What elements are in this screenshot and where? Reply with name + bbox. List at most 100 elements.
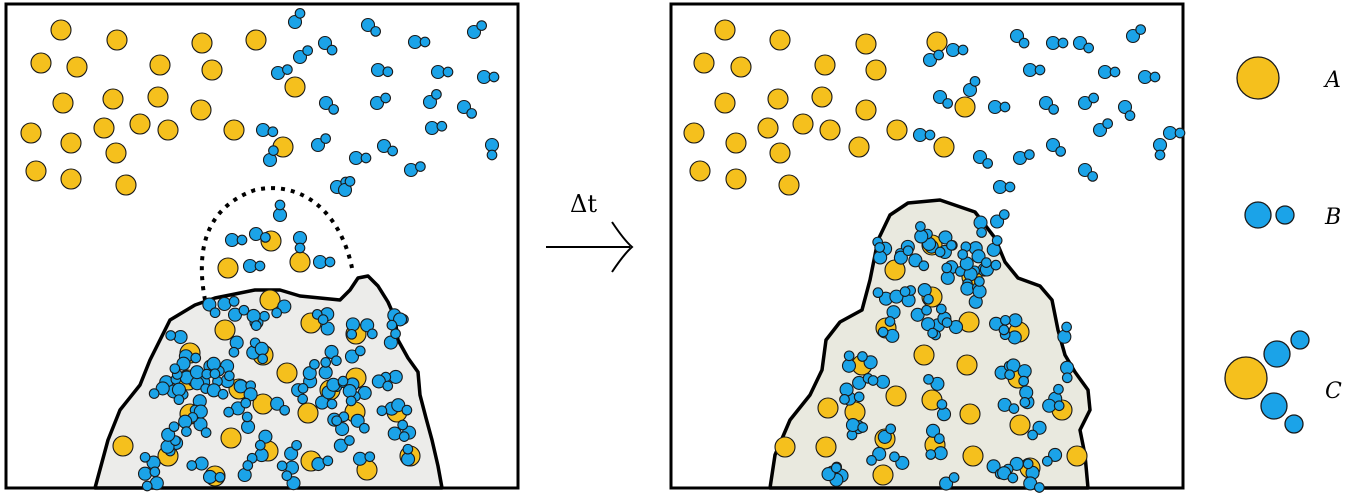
particle-b [839,394,850,405]
particle-b [971,249,986,264]
particle-b [941,262,953,274]
particle-b [866,455,877,466]
particle-a [855,33,877,55]
particle-b [431,88,442,100]
particles-before [20,7,500,492]
legend: A B C [1224,56,1342,434]
particle-a [66,56,88,78]
particle-a [815,436,837,458]
particle-b [284,446,299,461]
particle-b [345,317,360,332]
particle-b [960,281,975,296]
particle-a [885,385,907,407]
particle-b [344,175,356,187]
particle-b [1061,321,1072,333]
particle-b [294,242,306,254]
particle-b [1154,149,1166,161]
particle-a [954,96,976,118]
particle-b [206,356,221,371]
particle-b [190,352,202,364]
particle-a [962,445,984,467]
particle-b [1162,125,1178,141]
particle-a [60,132,82,154]
particle-b [320,357,332,368]
particle-a [848,136,870,158]
particle-b [456,99,472,115]
legend-c-center [1224,356,1268,400]
particle-b [1061,372,1073,384]
particle-b [933,433,945,444]
particle-b [360,17,376,33]
particle-a [819,119,841,141]
legend-c-label: C [1325,379,1342,404]
particle-b [312,254,328,270]
particle-b [1102,118,1114,129]
particle-b [1019,397,1031,408]
particle-b [1009,28,1025,44]
particle-b [939,476,954,491]
particle-b [1083,42,1095,54]
particle-b [149,466,161,478]
particle-b [914,229,929,244]
particle-b [980,257,992,268]
particle-b [990,259,1002,271]
particle-b [1024,149,1035,160]
particle-b [924,129,936,141]
particle-a [220,427,242,449]
particle-b [320,133,332,144]
particle-b [376,138,392,154]
particle-b [957,249,969,260]
particle-b [228,296,240,307]
arrow-label: Δt [570,190,597,218]
particle-b [841,358,857,373]
particle-b [407,34,423,50]
particle-b [155,381,170,396]
particle-b [430,64,446,80]
particle-b [853,391,865,403]
particle-b [466,108,478,119]
particle-b [161,427,176,442]
particle-b [857,422,869,433]
particle-b [176,356,191,371]
particle-b [921,304,932,316]
particle-b [276,460,288,472]
particle-b [322,455,334,467]
particle-b [149,476,164,491]
particle-a [725,168,747,190]
particle-b [281,470,293,482]
particle-b [1060,360,1075,375]
particle-b [933,49,945,61]
particle-b [258,429,273,444]
particle-b [1041,455,1053,467]
particle-b [1017,364,1032,379]
particle-b [889,289,904,304]
particle-b [326,398,338,410]
particle-b [918,260,930,272]
particle-b [254,341,269,356]
particle-a [25,160,47,182]
particle-b [957,44,969,56]
particle-b [324,256,336,268]
particle-a [792,113,814,135]
particle-b [236,234,248,246]
particle-b [272,207,288,223]
particle-a [774,436,796,458]
particle-a [817,397,839,419]
particle-b [857,351,868,362]
particle-a [149,54,171,76]
particle-b [217,388,229,400]
particle-b [899,286,911,297]
particle-b [387,145,399,157]
particle-b [998,324,1010,336]
particle-b [294,7,306,19]
particle-a [276,362,298,384]
particle-b [350,413,365,428]
particle-b [936,399,948,410]
particle-b [165,330,177,341]
particle-b [912,127,928,143]
particle-b [974,276,985,287]
particle-b [889,451,900,463]
particle-b [1018,37,1030,49]
particle-b [938,230,953,245]
particle-a [714,19,736,41]
